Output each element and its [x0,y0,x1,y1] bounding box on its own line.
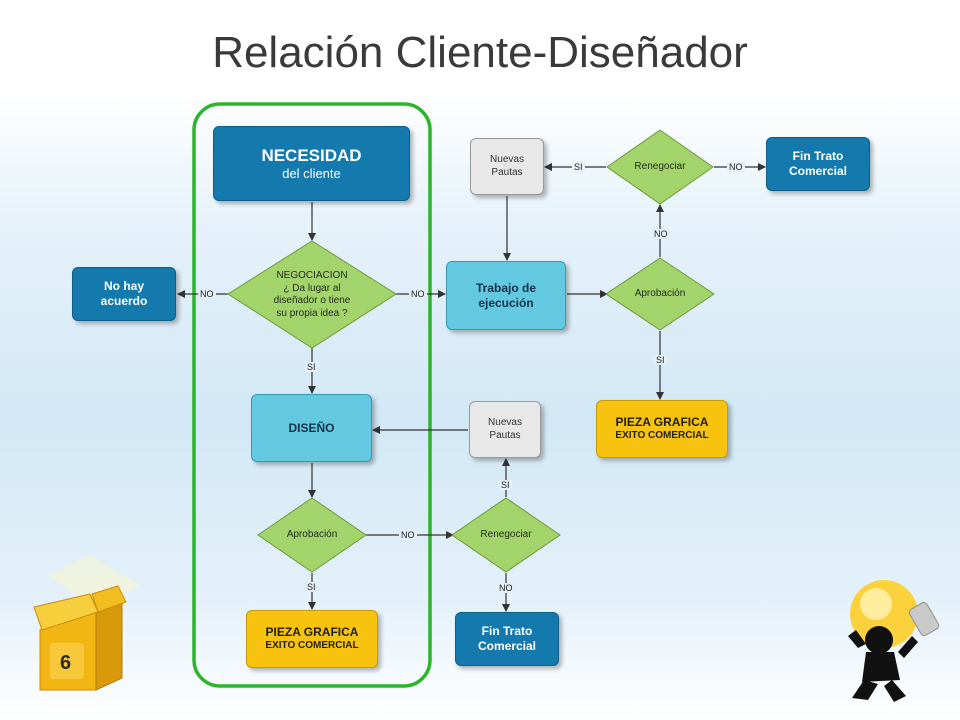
aprobacion-right-diamond [605,257,715,331]
nuevas-pautas-top-line2: Pautas [491,166,523,178]
negociacion-diamond [227,240,397,349]
necesidad-title: NECESIDAD [261,145,362,165]
pieza-right-line1: PIEZA GRAFICA [615,415,709,430]
lightbulb-person-icon [848,580,940,702]
diseno-box: DISEÑO [251,394,372,462]
edge-label-no-aprobacion-right: NO [652,229,670,239]
nuevas-pautas-top-box: Nuevas Pautas [470,138,544,195]
fin-trato-top-line2: Comercial [788,164,848,178]
nuevas-pautas-top-line1: Nuevas [490,154,524,165]
negociacion-line2: ¿ Da lugar al [283,282,341,294]
nuevas-pautas-mid-line2: Pautas [489,429,521,441]
fin-trato-bottom-line2: Comercial [477,639,537,653]
trabajo-line2: ejecución [478,295,534,310]
edge-label-no-aprobacion-left: NO [399,530,417,540]
edge-label-si-negociacion: SI [305,362,318,372]
no-acuerdo-line2: acuerdo [100,294,148,308]
page-number: 6 [60,652,72,674]
edge-label-si-aprobacion-right: SI [654,355,667,365]
client-frame [192,102,432,688]
renegociar-bottom-text: Renegociar [480,529,532,540]
fin-trato-top-line1: Fin Trato [792,149,844,163]
no-acuerdo-line1: No hay [103,279,144,293]
nuevas-pautas-mid-box: Nuevas Pautas [469,401,541,458]
trabajo-box: Trabajo de ejecución [446,261,566,330]
renegociar-top-diamond [606,129,714,205]
pieza-right-line2: EXITO COMERCIAL [615,430,709,442]
fin-trato-top-box: Fin Trato Comercial [766,137,870,191]
fin-trato-bottom-line1: Fin Trato [481,624,533,638]
edge-label-si-aprobacion-left: SI [305,582,318,592]
nuevas-pautas-mid-line1: Nuevas [488,417,522,428]
fin-trato-bottom-box: Fin Trato Comercial [455,612,559,666]
edge-label-no-right: NO [409,289,427,299]
trabajo-line1: Trabajo de [475,280,537,295]
edge-label-si-renegociar-bottom: SI [499,480,512,490]
slide-title: Relación Cliente-Diseñador [212,28,748,77]
edge-label-no-renegociar-bottom: NO [497,583,515,593]
diseno-label: DISEÑO [288,420,335,435]
necesidad-subtitle: del cliente [282,166,341,181]
pieza-left-line2: EXITO COMERCIAL [265,640,359,652]
negociacion-line3: diseñador o tiene [273,295,351,306]
negociacion-text: NEGOCIACION ¿ Da lugar al diseñador o ti… [252,270,372,320]
negociacion-line4: su propia idea ? [276,307,348,319]
pieza-grafica-right-box: PIEZA GRAFICA EXITO COMERCIAL [596,400,728,458]
necesidad-box: NECESIDAD del cliente [213,126,410,201]
pieza-left-line1: PIEZA GRAFICA [265,625,359,640]
edge-label-no-renegociar-top: NO [727,162,745,172]
aprobacion-left-text: Aprobación [286,529,338,540]
negociacion-line1: NEGOCIACION [276,270,348,281]
pieza-grafica-left-box: PIEZA GRAFICA EXITO COMERCIAL [246,610,378,668]
renegociar-top-text: Renegociar [634,161,686,172]
renegociar-bottom-diamond [451,497,561,573]
aprobacion-right-text: Aprobación [634,288,686,299]
edge-label-si-renegociar-top: SI [572,162,585,172]
edge-label-no-left: NO [198,289,216,299]
gift-box-icon [33,555,140,691]
no-acuerdo-box: No hay acuerdo [72,267,176,321]
aprobacion-left-diamond [257,497,367,573]
